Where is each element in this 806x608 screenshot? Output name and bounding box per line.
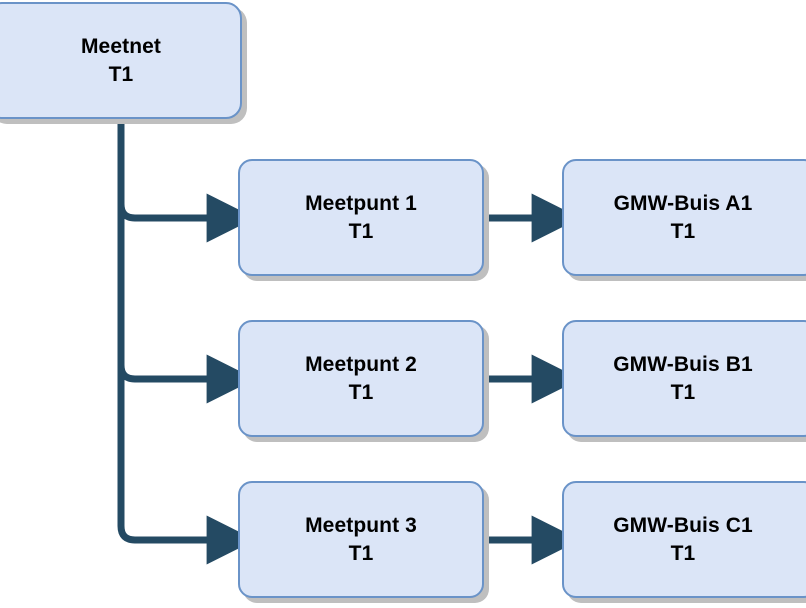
node-meetpunt-1-title: Meetpunt 1: [305, 192, 417, 216]
node-meetpunt-2[interactable]: Meetpunt 2 T1: [238, 320, 484, 437]
node-gmw-buis-c1-labels: GMW-Buis C1 T1: [613, 512, 767, 567]
edge-meetnet-to-meetpunt-1: [117, 117, 256, 243]
node-meetpunt-3-title: Meetpunt 3: [305, 514, 417, 538]
node-meetpunt-1-labels: Meetpunt 1 T1: [305, 190, 417, 245]
node-gmw-buis-b1[interactable]: GMW-Buis B1 T1: [562, 320, 806, 437]
node-gmw-buis-a1-subtitle: T1: [670, 219, 696, 243]
node-meetpunt-3[interactable]: Meetpunt 3 T1: [238, 481, 484, 598]
node-meetpunt-2-title: Meetpunt 2: [305, 353, 417, 377]
node-meetnet-title: Meetnet: [80, 35, 162, 59]
node-gmw-buis-c1-title: GMW-Buis C1: [613, 514, 753, 538]
node-gmw-buis-c1-subtitle: T1: [670, 541, 696, 565]
node-meetpunt-2-labels: Meetpunt 2 T1: [305, 351, 417, 406]
node-meetpunt-1-subtitle: T1: [348, 219, 374, 243]
node-meetpunt-2-subtitle: T1: [348, 380, 374, 404]
edge-meetnet-to-meetpunt-3: [117, 117, 256, 565]
node-meetpunt-1[interactable]: Meetpunt 1 T1: [238, 159, 484, 276]
node-gmw-buis-b1-labels: GMW-Buis B1 T1: [613, 351, 767, 406]
node-gmw-buis-a1-labels: GMW-Buis A1 T1: [614, 190, 767, 245]
node-gmw-buis-a1-title: GMW-Buis A1: [613, 192, 753, 216]
node-gmw-buis-b1-title: GMW-Buis B1: [613, 353, 753, 377]
node-meetpunt-3-subtitle: T1: [348, 541, 374, 565]
edge-meetnet-to-meetpunt-2: [117, 117, 256, 404]
node-meetnet[interactable]: Meetnet T1: [0, 2, 242, 119]
node-meetpunt-3-labels: Meetpunt 3 T1: [305, 512, 417, 567]
node-gmw-buis-c1[interactable]: GMW-Buis C1 T1: [562, 481, 806, 598]
node-gmw-buis-b1-subtitle: T1: [670, 380, 696, 404]
node-meetnet-subtitle: T1: [108, 62, 134, 86]
node-gmw-buis-a1[interactable]: GMW-Buis A1 T1: [562, 159, 806, 276]
node-meetnet-labels: Meetnet T1: [67, 33, 161, 88]
